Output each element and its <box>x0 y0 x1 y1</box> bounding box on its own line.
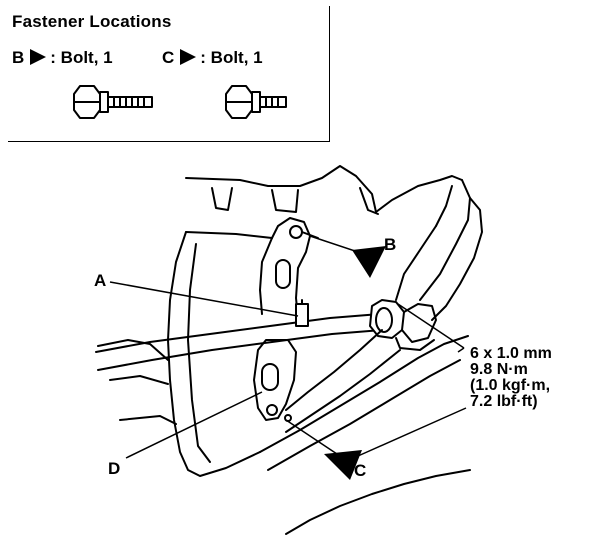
torque-spec: 6 x 1.0 mm 9.8 N·m (1.0 kgf·m, 7.2 lbf·f… <box>470 346 552 410</box>
legend-item-c-text: : Bolt, 1 <box>200 48 263 67</box>
fastener-b-arrow-icon <box>352 246 386 278</box>
bolt-c-icon <box>225 85 287 119</box>
leader-lines <box>109 235 467 459</box>
fastener-legend-box <box>8 6 330 142</box>
torque-spec-nm: 9.8 N·m <box>470 361 528 378</box>
legend-title: Fastener Locations <box>12 12 172 31</box>
fastener-marker-icon <box>180 49 197 65</box>
legend-item-b-letter: B <box>12 48 25 67</box>
torque-spec-lbfft: 7.2 lbf·ft) <box>470 393 538 410</box>
torque-spec-kgfm: (1.0 kgf·m, <box>470 377 551 394</box>
callout-d: D <box>108 459 121 478</box>
fastener-marker-icon <box>30 49 47 65</box>
callout-a: A <box>94 271 107 290</box>
legend-item-c-letter: C <box>162 48 175 67</box>
callout-c: C <box>354 461 367 480</box>
fastener-c-arrow-icon <box>324 450 362 480</box>
legend-item-c: C : Bolt, 1 <box>162 48 263 68</box>
legend-item-b-text: : Bolt, 1 <box>50 48 113 67</box>
torque-spec-size: 6 x 1.0 mm <box>470 345 552 362</box>
legend-item-b: B : Bolt, 1 <box>12 48 113 68</box>
bolt-b-icon <box>73 85 153 119</box>
callout-b: B <box>384 235 397 254</box>
